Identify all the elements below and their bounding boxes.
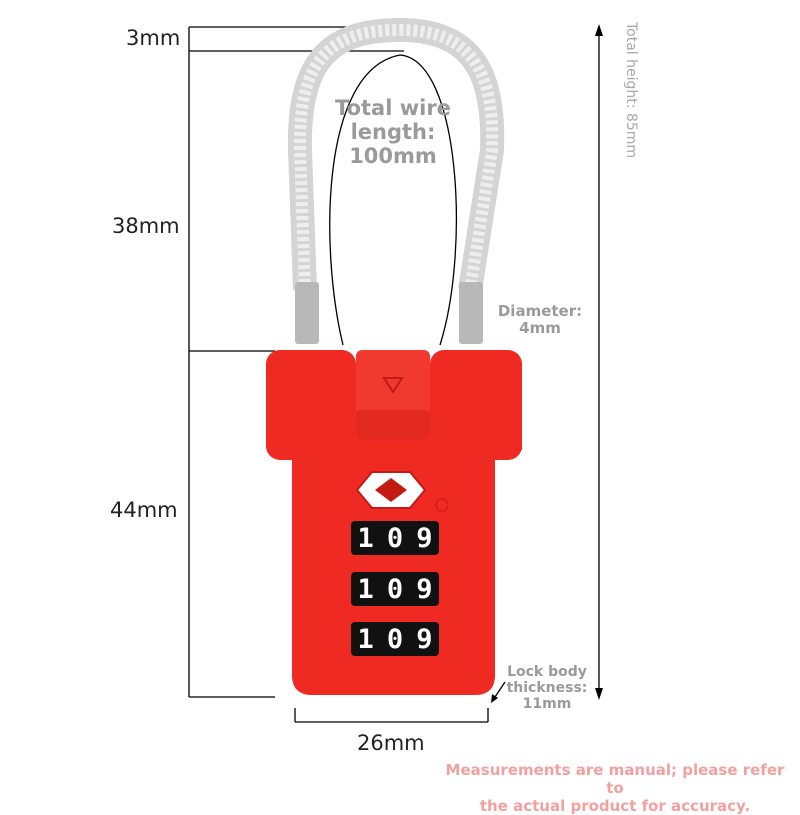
diameter-callout: Diameter: 4mm xyxy=(490,302,590,338)
dial-digit: 0 xyxy=(386,623,404,655)
disclaimer-note: Measurements are manual; please refer to… xyxy=(440,761,790,815)
total-height-label: Total height: 85mm xyxy=(623,22,639,159)
wire-length-line1: Total wire xyxy=(335,96,451,120)
dial-digit: 9 xyxy=(416,522,433,554)
diameter-line2: 4mm xyxy=(519,319,561,338)
dial-digit: 0 xyxy=(386,522,404,554)
dial-digit: 1 xyxy=(357,522,374,554)
dial-digit: 0 xyxy=(386,573,404,605)
dial-digit: 9 xyxy=(416,573,433,605)
thickness-line3: 11mm xyxy=(522,696,572,713)
wire-length-line3: 100mm xyxy=(349,144,437,169)
dial-digit: 9 xyxy=(416,623,433,655)
thickness-callout: Lock body thickness: 11mm xyxy=(503,664,591,712)
thickness-line2: thickness: xyxy=(506,680,588,697)
thickness-line1: Lock body xyxy=(507,664,587,680)
dial-digit: 1 xyxy=(357,623,374,655)
body-width-label: 26mm xyxy=(357,731,425,755)
diameter-line1: Diameter: xyxy=(497,302,583,320)
shackle-height-label: 38mm xyxy=(112,214,180,238)
wire-length-line2: length: xyxy=(350,120,436,145)
body-height-label: 44mm xyxy=(110,498,178,522)
wire-length-callout: Total wire length: 100mm xyxy=(330,96,456,168)
disclaimer-line1: Measurements are manual; please refer to xyxy=(445,761,785,797)
dial-digit: 1 xyxy=(357,573,374,605)
wire-thickness-label: 3mm xyxy=(126,26,181,50)
